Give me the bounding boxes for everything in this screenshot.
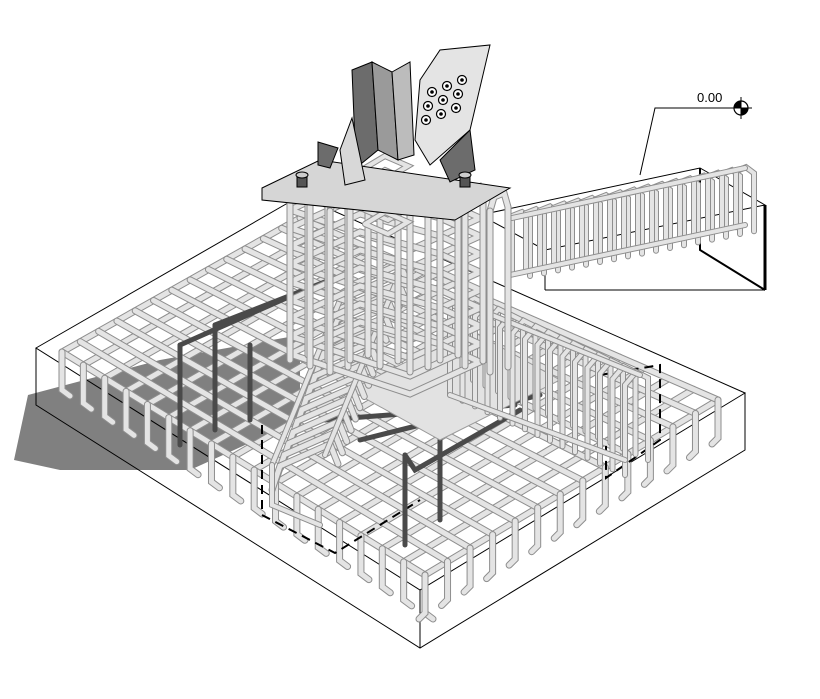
- hook-bar: [230, 454, 244, 504]
- beam-long-bar: [510, 166, 747, 220]
- level-label: 0.00: [697, 90, 722, 105]
- beam-stirrup: [510, 209, 532, 278]
- hook-bar: [251, 467, 265, 517]
- hook-bar: [102, 375, 116, 425]
- right-long-bar: [448, 393, 627, 462]
- hook-bar: [337, 520, 351, 570]
- tie-beam-stirrups: [507, 163, 757, 279]
- hook-bar: [208, 441, 222, 491]
- bolt-center: [430, 90, 434, 94]
- bolt-center: [441, 98, 445, 102]
- beam-long-bar: [508, 223, 747, 277]
- gusset-plate-right-back: [317, 141, 339, 169]
- level-datum-icon: [730, 97, 752, 119]
- hook-bar: [123, 388, 137, 438]
- bolt-center: [426, 104, 430, 108]
- hook-bar: [144, 401, 158, 451]
- diagonal-end-bar: [270, 463, 322, 527]
- beam-stirrup: [524, 206, 546, 276]
- hook-bar: [401, 559, 415, 609]
- splice-plate-bolts: [420, 74, 468, 126]
- hook-bar: [416, 572, 428, 622]
- beam-stirrup: [538, 204, 560, 273]
- hook-bar: [596, 464, 608, 514]
- hook-bar: [484, 532, 496, 582]
- gusset-plate-dark: [439, 128, 476, 183]
- anchor-bolt-nut: [295, 171, 309, 179]
- hook-bar: [379, 546, 393, 596]
- hook-bar: [574, 478, 586, 528]
- column-vertical-bar: [487, 189, 511, 370]
- hook-bar: [80, 362, 94, 412]
- hook-bar: [506, 518, 518, 568]
- level-leader-line: [639, 107, 735, 176]
- anchor-bolts: [295, 171, 472, 188]
- hook-bar: [551, 491, 563, 541]
- diagonal-stirrup: [269, 440, 341, 493]
- anchor-bolt-nut: [458, 171, 472, 179]
- hook-bar: [439, 559, 451, 609]
- hook-bar: [294, 493, 308, 543]
- bolt-center: [454, 106, 458, 110]
- hook-bar: [709, 397, 721, 447]
- level-marker: 0.00: [639, 90, 752, 176]
- beam-stirrup: [552, 201, 574, 270]
- beam-stirrup-outline: [733, 163, 757, 235]
- mesh-bar-long: [422, 397, 721, 578]
- steel-column-assembly: [261, 44, 512, 221]
- hook-bar: [461, 545, 473, 595]
- hook-bar: [358, 533, 372, 583]
- dashed-zone-outline: [261, 363, 661, 555]
- hook-bar: [529, 505, 541, 555]
- bolt-center: [456, 92, 460, 96]
- gusset-plate-left: [339, 116, 366, 186]
- hook-bar: [166, 415, 180, 465]
- hook-bar: [59, 349, 73, 399]
- mesh-bar-cross: [77, 339, 451, 565]
- column-flange-right: [391, 61, 415, 161]
- hook-bar: [187, 428, 201, 478]
- bolt-center: [439, 112, 443, 116]
- mesh-bar-cross: [59, 349, 428, 578]
- bolt-center: [460, 78, 464, 82]
- column-spiral: [363, 209, 413, 237]
- bolt-center: [445, 84, 449, 88]
- base-plate: [261, 159, 512, 221]
- hook-bar: [664, 424, 676, 474]
- hook-bar: [686, 410, 698, 460]
- bolt-center: [424, 118, 428, 122]
